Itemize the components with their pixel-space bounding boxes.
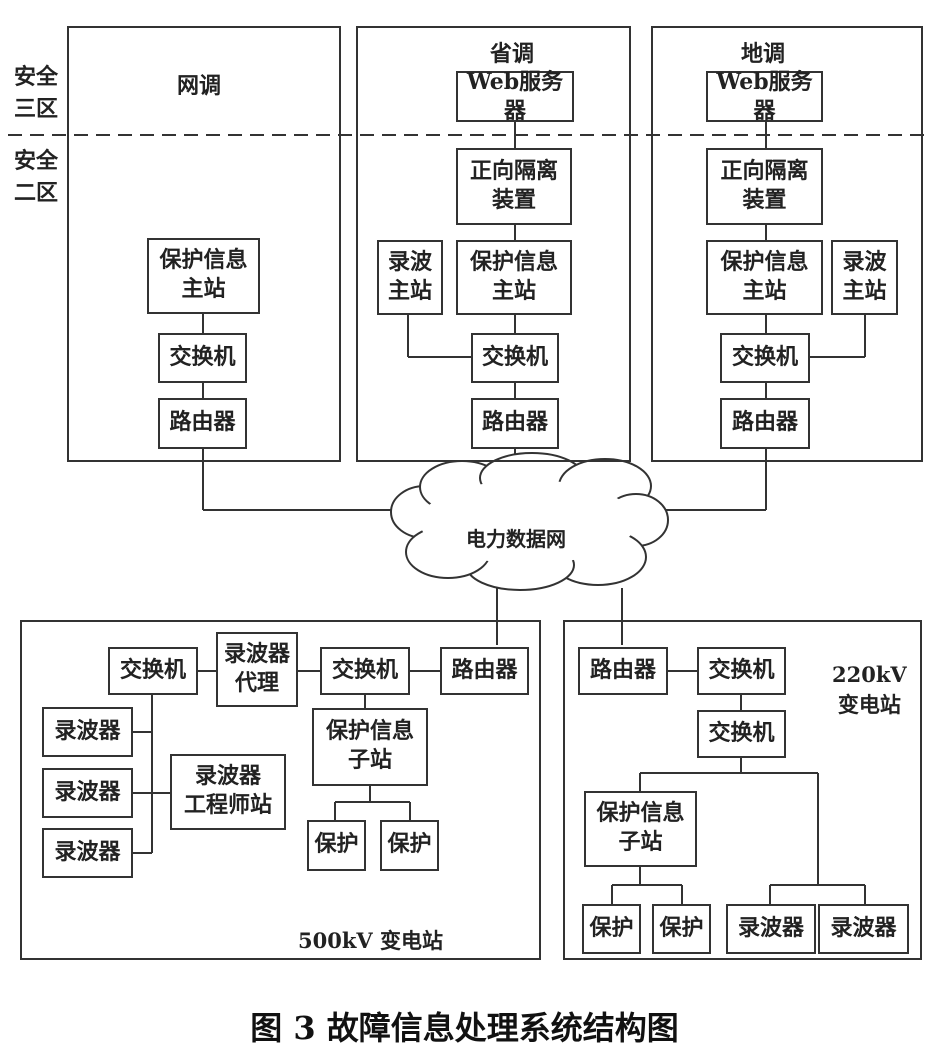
shengtiao-recorder-master: 录波 主站 (377, 240, 443, 315)
shengtiao-protection-master: 保护信息 主站 (456, 240, 572, 315)
wangtiao-region (67, 26, 341, 462)
shengtiao-region (356, 26, 631, 462)
wangtiao-router: 路由器 (158, 398, 247, 449)
s500-recorder-engineer-station: 录波器 工程师站 (170, 754, 286, 830)
ditiao-forward-isolation: 正向隔离 装置 (706, 148, 823, 225)
ditiao-protection-master: 保护信息 主站 (706, 240, 823, 315)
zone3-label: 安全 三区 (14, 65, 59, 122)
ditiao-switch: 交换机 (720, 333, 810, 383)
s500-recorder-2: 录波器 (42, 768, 133, 818)
ditiao-web-server: Web服务器 (706, 69, 823, 124)
zone2-label: 安全 二区 (14, 149, 59, 206)
s220-router: 路由器 (578, 647, 668, 695)
shengtiao-title: 省调 (490, 42, 535, 67)
s500-protection-1: 保护 (307, 820, 366, 871)
shengtiao-web-server: Web服务器 (456, 69, 574, 124)
s500-recorder-3: 录波器 (42, 828, 133, 878)
s220-recorder-2: 录波器 (818, 904, 909, 954)
s220-switch-mid: 交换机 (697, 710, 786, 758)
s500-switch-left: 交换机 (108, 647, 198, 695)
substation-220kv-label: 220kV 变电站 (832, 662, 907, 718)
ditiao-title: 地调 (741, 42, 786, 67)
wangtiao-title: 网调 (177, 74, 222, 99)
s220-switch-top: 交换机 (697, 647, 786, 695)
s220-protection-1: 保护 (582, 904, 641, 954)
substation-500kv-label: 500kV 变电站 (298, 928, 443, 953)
shengtiao-router: 路由器 (471, 398, 559, 449)
wangtiao-switch: 交换机 (158, 333, 247, 383)
s500-protection-substation: 保护信息 子站 (312, 708, 428, 786)
shengtiao-forward-isolation: 正向隔离 装置 (456, 148, 572, 225)
s500-protection-2: 保护 (380, 820, 439, 871)
figure-caption: 图 3 故障信息处理系统结构图 (250, 1009, 679, 1047)
substation-500kv-region (20, 620, 541, 960)
s220-protection-2: 保护 (652, 904, 711, 954)
s500-switch-right: 交换机 (320, 647, 410, 695)
ditiao-router: 路由器 (720, 398, 810, 449)
wangtiao-protection-master: 保护信息 主站 (147, 238, 260, 314)
s500-router: 路由器 (440, 647, 529, 695)
s500-recorder-1: 录波器 (42, 707, 133, 757)
s220-recorder-1: 录波器 (726, 904, 816, 954)
ditiao-recorder-master: 录波 主站 (831, 240, 898, 315)
s500-recorder-proxy: 录波器 代理 (216, 632, 298, 707)
s220-protection-substation: 保护信息 子站 (584, 791, 697, 867)
ditiao-region (651, 26, 923, 462)
power-data-network-label: 电力数据网 (466, 527, 566, 551)
shengtiao-switch: 交换机 (471, 333, 559, 383)
substation-220kv-region (563, 620, 922, 960)
